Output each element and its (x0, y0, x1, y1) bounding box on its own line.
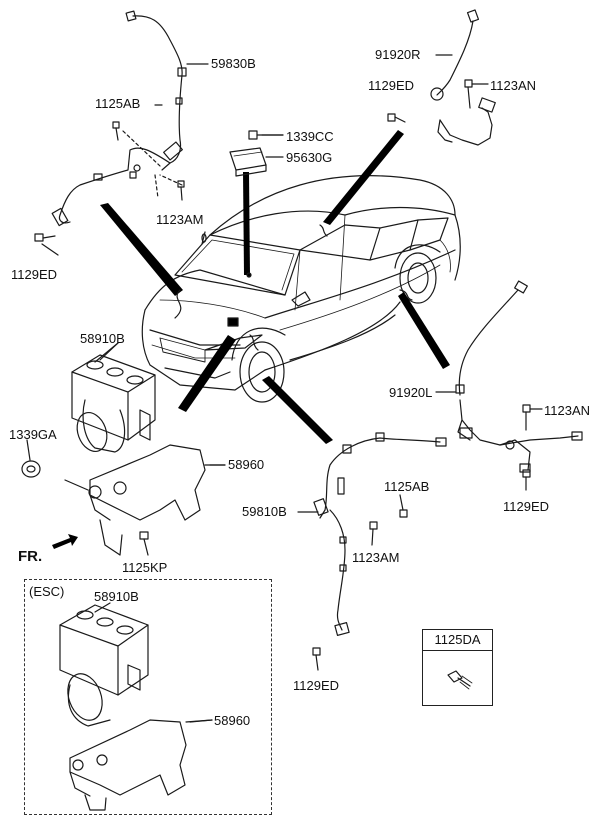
label-esc-58910B: 58910B (94, 589, 139, 604)
part-95630G (229, 147, 284, 177)
label-58910B: 58910B (80, 331, 125, 346)
label-front-direction: FR. (18, 548, 43, 565)
label-59810B: 59810B (242, 504, 287, 519)
bolt-1123AN-right (522, 404, 543, 431)
label-1123AM-top: 1123AM (156, 212, 204, 227)
label-1125KP: 1125KP (122, 560, 168, 575)
bolt-1129ED-right (522, 469, 531, 491)
label-1125DA: 1125DA (423, 630, 492, 651)
label-91920L: 91920L (389, 385, 433, 400)
part-box-1125DA: 1125DA (422, 629, 493, 706)
bolt-1123AN-top (464, 79, 489, 109)
label-1129ED-topright: 1129ED (368, 78, 415, 93)
bolt-1125AB-top (112, 121, 120, 141)
hecu-58910B (71, 342, 156, 453)
bolt-1125DA (447, 670, 473, 690)
label-esc-title: (ESC) (29, 584, 65, 599)
bolt-1129ED-left (34, 233, 56, 242)
bolt-1123AM-mid (369, 521, 378, 546)
label-1129ED-right: 1129ED (503, 499, 550, 514)
front-arrow-icon (52, 534, 78, 549)
bolt-1125KP (139, 531, 149, 556)
label-1123AM-mid: 1123AM (352, 550, 400, 565)
bolt-1129ED-topright (387, 113, 406, 123)
label-58960: 58960 (228, 457, 265, 472)
label-1123AN-right: 1123AN (544, 403, 591, 418)
harness-91920L (435, 280, 583, 473)
sensor-59810B (297, 432, 447, 636)
bracket-58960 (64, 444, 226, 556)
leader-lines (41, 63, 284, 723)
label-1125AB-mid: 1125AB (384, 479, 430, 494)
bolt-1123AM-top (177, 180, 185, 201)
car-illustration (141, 175, 461, 403)
esc-variant-box (24, 579, 272, 815)
label-59830B: 59830B (211, 56, 256, 71)
label-1129ED-left: 1129ED (11, 267, 58, 282)
harness-91920R (430, 9, 496, 146)
bolt-1125AB-mid (399, 494, 408, 518)
sensor-59830B (51, 10, 187, 227)
esc-hecu-58910B (59, 602, 149, 727)
label-1339GA: 1339GA (9, 427, 57, 442)
nut-1339GA (21, 439, 41, 478)
pointer-wedges (100, 130, 450, 444)
label-esc-58960: 58960 (214, 713, 251, 728)
label-1125AB-top: 1125AB (95, 96, 141, 111)
label-1339CC: 1339CC (286, 129, 334, 144)
label-95630G: 95630G (286, 150, 333, 165)
label-91920R: 91920R (375, 47, 421, 62)
bolt-1129ED-bottom (312, 647, 321, 671)
label-1129ED-bottom: 1129ED (293, 678, 340, 693)
label-1123AN-top: 1123AN (490, 78, 537, 93)
